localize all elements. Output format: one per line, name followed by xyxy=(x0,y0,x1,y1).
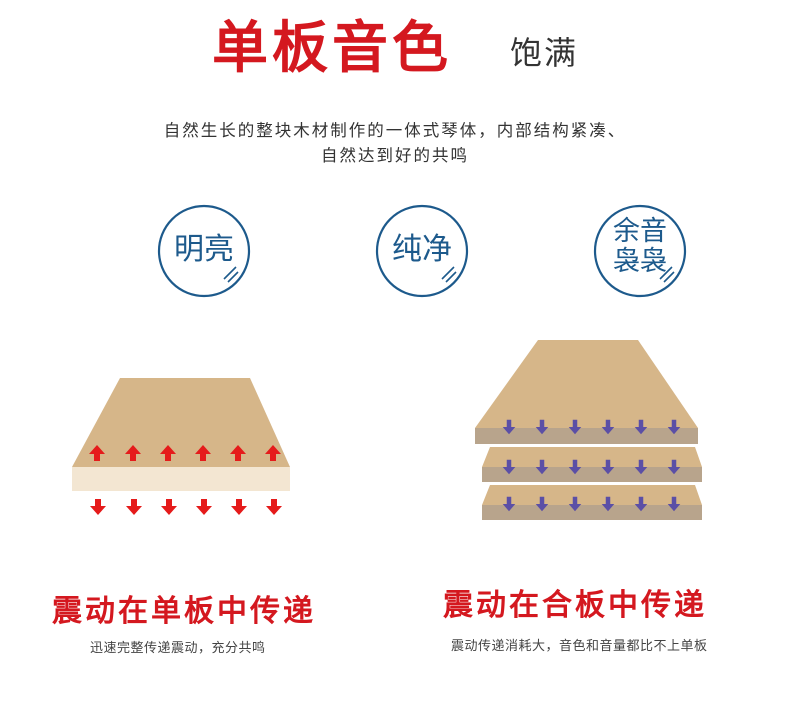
feature-label-line-2: 袅袅 xyxy=(613,246,667,277)
arrow-down-icon xyxy=(126,499,142,515)
feature-label: 明亮 xyxy=(174,232,234,267)
circle-outline-icon xyxy=(375,204,469,298)
arrow-down-row xyxy=(90,499,282,515)
description-line-2: 自然达到好的共鸣 xyxy=(321,146,469,165)
feature-label-line-1: 余音 xyxy=(613,216,667,247)
board-front-edge xyxy=(72,467,290,491)
plywood-board-caption: 震动在合板中传递 xyxy=(443,588,707,623)
plywood-board-illustration xyxy=(475,340,702,520)
feature-badge-lingering: 余音 袅袅 xyxy=(592,203,688,299)
solid-board-note: 迅速完整传递震动，充分共鸣 xyxy=(90,641,266,656)
feature-label: 纯净 xyxy=(392,232,452,267)
page-subtitle: 饱满 xyxy=(510,34,579,72)
feature-badge-bright: 明亮 xyxy=(156,203,252,299)
ply-layer-bottom xyxy=(482,485,702,505)
arrow-down-icon xyxy=(231,499,247,515)
plywood-board-note: 震动传递消耗大，音色和音量都比不上单板 xyxy=(451,639,708,654)
circle-outline-icon xyxy=(157,204,251,298)
ply-layer-middle xyxy=(482,447,702,467)
arrow-down-icon xyxy=(161,499,177,515)
ply-layer-top xyxy=(475,340,698,428)
feature-badge-pure: 纯净 xyxy=(374,203,470,299)
board-top-face xyxy=(72,378,290,467)
solid-board-illustration xyxy=(72,378,290,515)
arrow-down-icon xyxy=(196,499,212,515)
arrow-down-icon xyxy=(90,499,106,515)
arrow-down-icon xyxy=(266,499,282,515)
ply-layer-middle-edge xyxy=(482,467,702,482)
description-line-1: 自然生长的整块木材制作的一体式琴体，内部结构紧凑、 xyxy=(163,121,627,140)
ply-layer-bottom-edge xyxy=(482,505,702,520)
solid-board-caption: 震动在单板中传递 xyxy=(52,594,316,629)
circle-outline-icon xyxy=(593,204,687,298)
page-title: 单板音色 xyxy=(212,16,452,81)
